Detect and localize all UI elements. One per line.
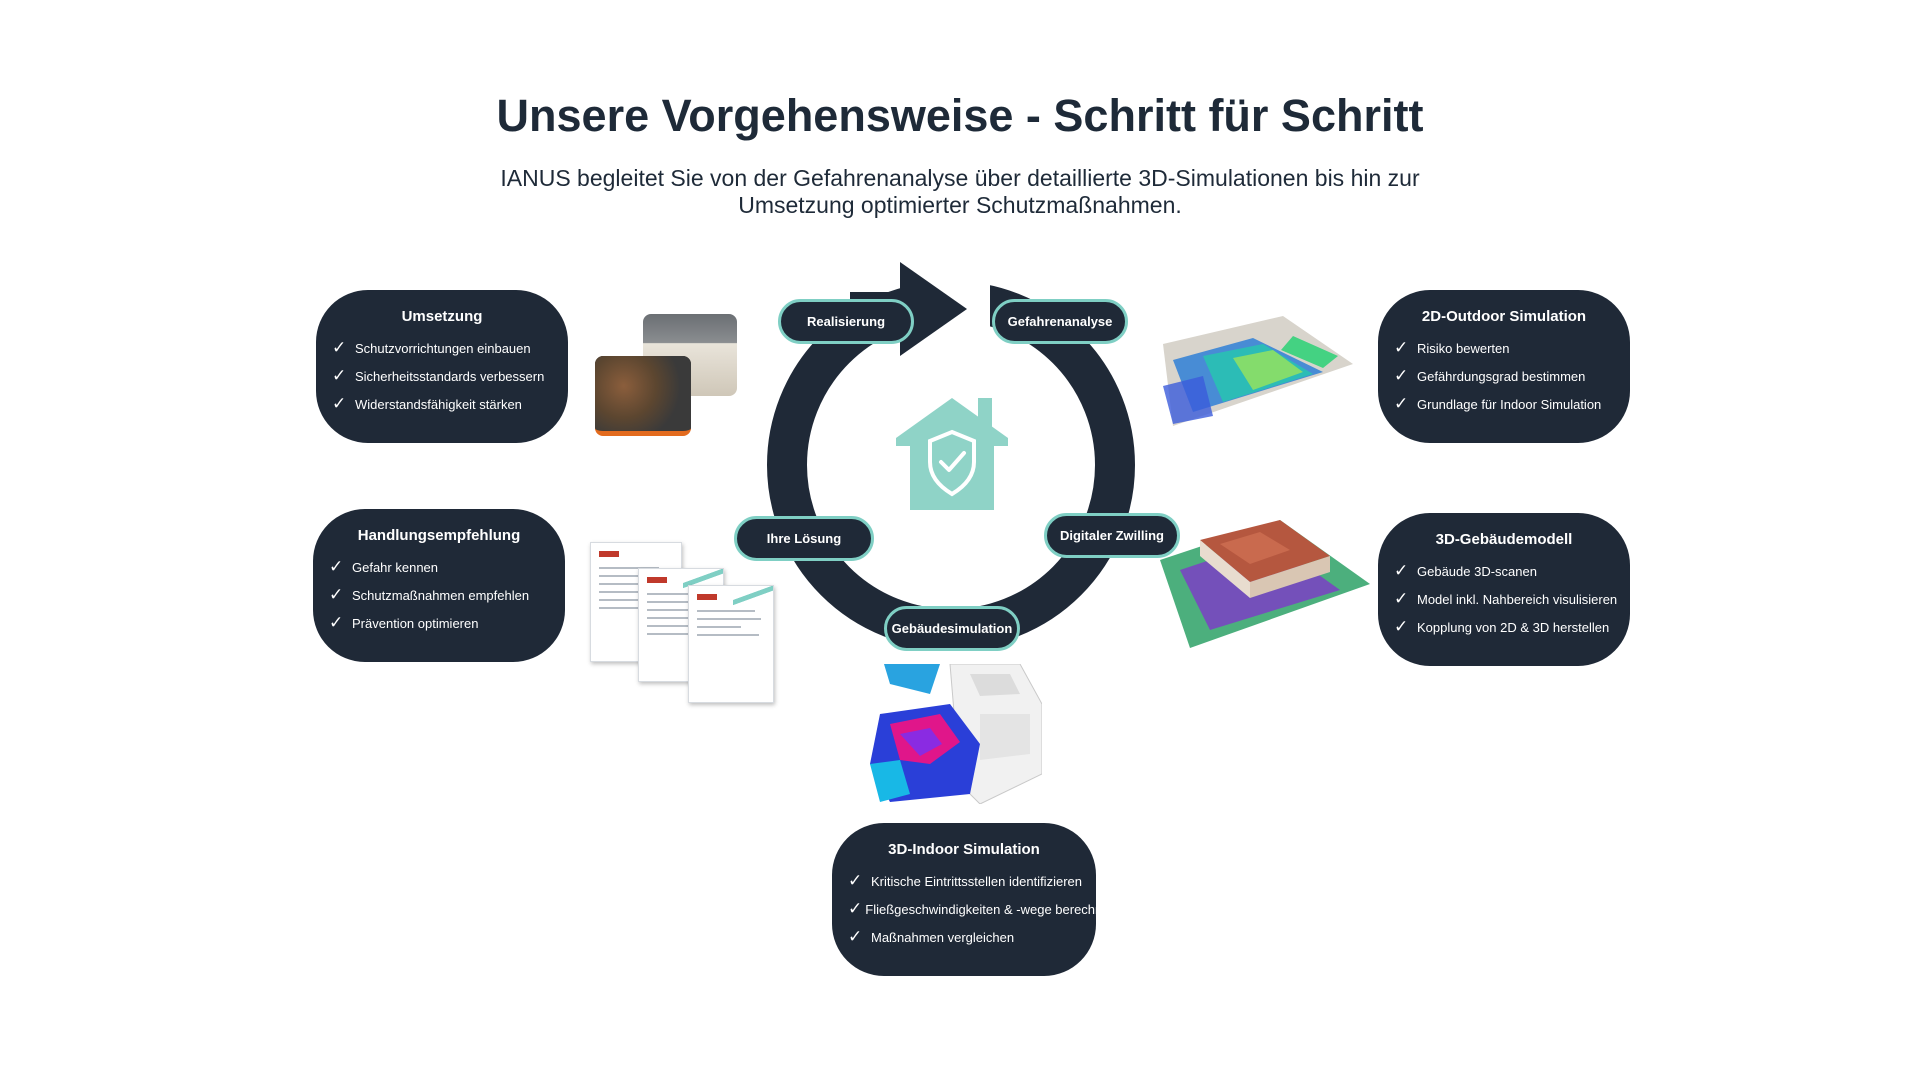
check-icon: ✓ (1394, 589, 1409, 609)
card-title: Handlungsempfehlung (357, 527, 521, 544)
check-icon: ✓ (332, 394, 347, 414)
list-item: ✓Schutzmaßnahmen empfehlen (329, 585, 530, 605)
construction-photo-front (595, 356, 691, 436)
card-title: 3D-Indoor Simulation (888, 841, 1040, 858)
check-icon: ✓ (1394, 366, 1409, 386)
indoor-simulation-render (870, 664, 1042, 804)
check-icon: ✓ (329, 613, 344, 633)
check-icon: ✓ (848, 871, 863, 891)
list-item: ✓Gebäude 3D-scanen (1394, 561, 1537, 581)
card-title: Umsetzung (401, 308, 483, 325)
check-icon: ✓ (329, 585, 344, 605)
list-item: ✓Kritische Eintrittsstellen identifizier… (848, 871, 1082, 891)
card-umsetzung: Umsetzung ✓Schutzvorrichtungen einbauen … (316, 290, 568, 443)
card-title: 2D-Outdoor Simulation (1421, 308, 1587, 325)
step-ihre-loesung[interactable]: Ihre Lösung (734, 516, 874, 561)
list-item: ✓Sicherheitsstandards verbessern (332, 366, 545, 386)
list-item: ✓Kopplung von 2D & 3D herstellen (1394, 617, 1610, 637)
outdoor-simulation-map (1163, 316, 1353, 426)
check-icon: ✓ (332, 338, 347, 358)
card-handlungsempfehlung: Handlungsempfehlung ✓Gefahr kennen ✓Schu… (313, 509, 565, 662)
list-item: ✓Gefährdungsgrad bestimmen (1394, 366, 1586, 386)
check-icon: ✓ (1394, 338, 1409, 358)
page-subtitle: IANUS begleitet Sie von der Gefahrenanal… (500, 165, 1420, 218)
check-icon: ✓ (848, 927, 863, 947)
list-item: ✓Model inkl. Nahbereich visulisieren (1394, 589, 1618, 609)
check-icon: ✓ (329, 557, 344, 577)
step-gefahrenanalyse[interactable]: Gefahrenanalyse (992, 299, 1128, 344)
list-item: ✓Risiko bewerten (1394, 338, 1510, 358)
page-title: Unsere Vorgehensweise - Schritt für Schr… (496, 90, 1424, 141)
building-3d-model (1160, 520, 1370, 648)
list-item: ✓Widerstandsfähigkeit stärken (332, 394, 522, 414)
list-item: ✓Grundlage für Indoor Simulation (1394, 394, 1602, 414)
list-item: ✓Prävention optimieren (329, 613, 479, 633)
list-item: ✓Schutzvorrichtungen einbauen (332, 338, 531, 358)
card-3d-indoor-simulation: 3D-Indoor Simulation ✓Kritische Eintritt… (832, 823, 1117, 976)
step-realisierung[interactable]: Realisierung (778, 299, 914, 344)
card-3d-gebaeudemodell: 3D-Gebäudemodell ✓Gebäude 3D-scanen ✓Mod… (1378, 513, 1630, 666)
step-gebaeudesimulation[interactable]: Gebäudesimulation (884, 606, 1020, 651)
list-item: ✓Fließgeschwindigkeiten & -wege berechne… (848, 899, 1117, 919)
card-2d-outdoor-simulation: 2D-Outdoor Simulation ✓Risiko bewerten ✓… (1378, 290, 1630, 443)
check-icon: ✓ (1394, 394, 1409, 414)
house-shield-check-icon (896, 398, 1008, 510)
check-icon: ✓ (1394, 617, 1409, 637)
list-item: ✓Gefahr kennen (329, 557, 439, 577)
report-document-3 (688, 585, 774, 703)
list-item: ✓Maßnahmen vergleichen (848, 927, 1015, 947)
check-icon: ✓ (848, 899, 863, 919)
check-icon: ✓ (332, 366, 347, 386)
cycle-arrow-head (900, 262, 967, 356)
check-icon: ✓ (1394, 561, 1409, 581)
step-digitaler-zwilling[interactable]: Digitaler Zwilling (1044, 513, 1180, 558)
card-title: 3D-Gebäudemodell (1435, 531, 1573, 548)
